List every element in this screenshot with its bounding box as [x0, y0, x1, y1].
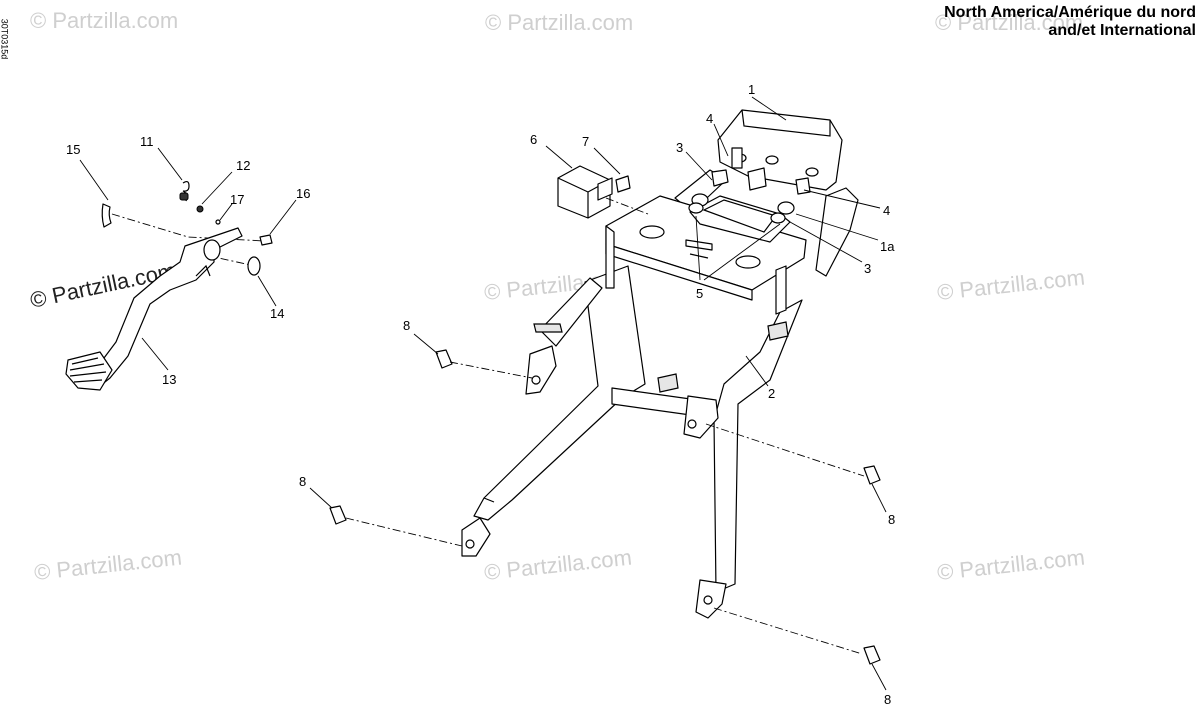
- callout-8: 8: [888, 512, 895, 527]
- bolt-8: [329, 505, 347, 525]
- callout-6: 6: [530, 132, 537, 147]
- rear-frame-2: [461, 169, 859, 619]
- fasteners: [688, 147, 811, 224]
- callout-13: 13: [162, 372, 176, 387]
- part-12: [196, 205, 204, 213]
- callout-3: 3: [676, 140, 683, 155]
- bolt-8: [435, 349, 453, 369]
- watermark: © Partzilla.com: [30, 8, 178, 33]
- license-bracket-5: [605, 195, 807, 315]
- tail-light-1: [717, 109, 843, 191]
- callout-16: 16: [296, 186, 310, 201]
- watermark: © Partzilla.com: [936, 545, 1086, 585]
- callout-2: 2: [768, 386, 775, 401]
- callout-11: 11: [140, 134, 154, 149]
- callout-5: 5: [696, 286, 703, 301]
- callout-8: 8: [884, 692, 891, 707]
- bushing-14: [247, 256, 261, 276]
- region-title: North America/Amérique du nord and/et In…: [944, 4, 1196, 40]
- watermark: © Partzilla.com: [33, 545, 183, 585]
- diagram-code: 30T0315d: [0, 18, 10, 60]
- callout-15: 15: [66, 142, 80, 157]
- callout-1: 1: [748, 82, 755, 97]
- watermark: © Partzilla.com: [936, 265, 1086, 305]
- region-title-line2: and/et International: [1048, 22, 1196, 39]
- callout-17: 17: [230, 192, 244, 207]
- watermark: © Partzilla.com: [935, 10, 1083, 35]
- brake-pedal-assembly: [65, 180, 273, 391]
- callout-7: 7: [582, 134, 589, 149]
- part-17: [215, 219, 221, 225]
- callout-12: 12: [236, 158, 250, 173]
- watermarks: © Partzilla.com © Partzilla.com © Partzi…: [28, 8, 1086, 585]
- leader-lines: [79, 96, 887, 691]
- clip-15: [101, 203, 112, 228]
- callout-labels: 1 1a 2 3 3 4 4 5 6 7 8 8 8 8 11 12 13 14…: [66, 82, 895, 707]
- callout-14: 14: [270, 306, 284, 321]
- pin-16: [259, 234, 273, 246]
- callout-4: 4: [883, 203, 890, 218]
- callout-8: 8: [299, 474, 306, 489]
- bolt-8: [863, 465, 881, 485]
- watermark: © Partzilla.com: [485, 10, 633, 35]
- module-6: [557, 165, 613, 219]
- callout-4: 4: [706, 111, 713, 126]
- callout-3: 3: [864, 261, 871, 276]
- callout-1a: 1a: [880, 239, 895, 254]
- bolt-8: [863, 645, 881, 665]
- region-title-line1: North America/Amérique du nord: [944, 4, 1196, 21]
- bolts-8: [329, 349, 881, 665]
- callout-8: 8: [403, 318, 410, 333]
- watermark: © Partzilla.com: [483, 545, 633, 585]
- bolt-7: [605, 175, 649, 215]
